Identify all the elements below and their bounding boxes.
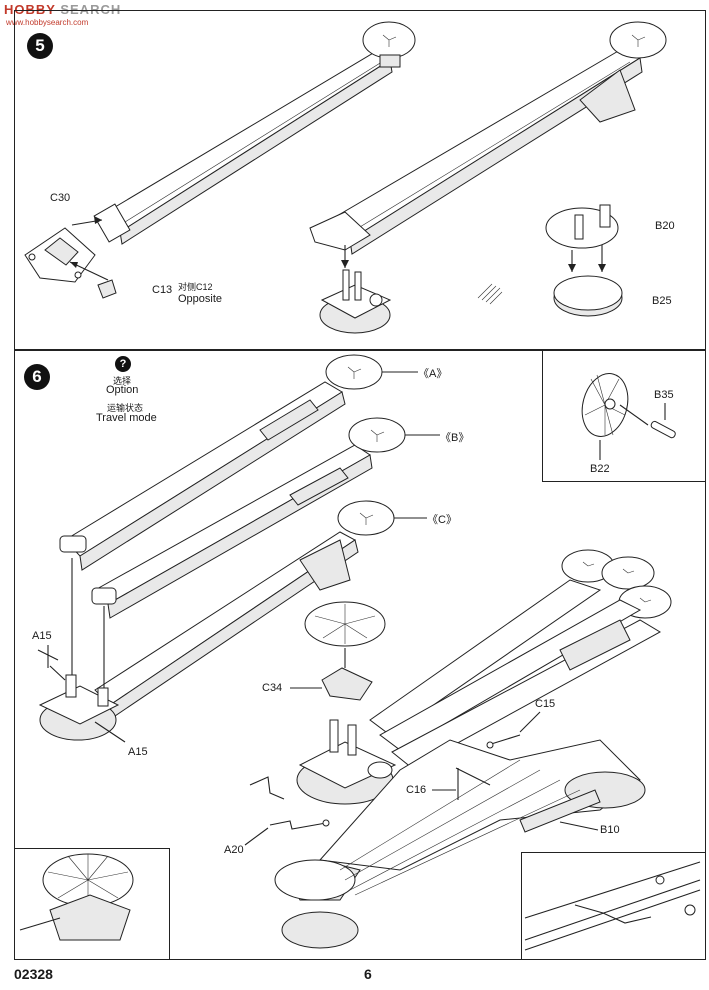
- label-option-a: 《A》: [418, 368, 448, 380]
- label-a15-bottom: A15: [128, 746, 148, 758]
- inset-bottom-left: [14, 848, 170, 960]
- travel-cn: 运输状态: [107, 403, 144, 413]
- watermark-url: www.hobbysearch.com: [6, 18, 89, 27]
- leader-c15: [519, 711, 541, 733]
- arm-c: [94, 500, 395, 719]
- arm-b: [91, 417, 406, 619]
- label-b35: B35: [654, 389, 674, 401]
- hatch-mark: [477, 283, 503, 305]
- step6-number: 6: [24, 364, 50, 390]
- option-cn: 选择: [113, 376, 132, 386]
- label-c15: C15: [535, 698, 556, 710]
- inset-b35-panel: [542, 350, 706, 482]
- leader-b10: [559, 821, 599, 831]
- inset-b22-wheel: [581, 373, 629, 437]
- part-b20: [545, 204, 619, 249]
- label-c16: C16: [406, 784, 427, 796]
- label-c12-en: Opposite: [178, 293, 223, 305]
- leader-a20: [244, 827, 269, 846]
- step5-panel: [14, 10, 706, 350]
- arrowhead-b25-left: [568, 264, 576, 272]
- watermark-red: HOBBY: [4, 2, 56, 17]
- label-c34: C34: [262, 682, 283, 694]
- option-en: Option: [106, 384, 139, 396]
- step6-panel: [14, 350, 706, 960]
- label-c13: C13: [152, 284, 173, 296]
- leader-a15-bottom: [94, 721, 126, 743]
- part-a15-pin: [37, 645, 59, 668]
- part-c30: [24, 227, 96, 283]
- arrowhead-c30: [94, 216, 102, 224]
- page-number: 6: [364, 966, 372, 982]
- label-b20: B20: [655, 220, 675, 232]
- inset-bottom-right: [521, 852, 706, 960]
- step5-beam-left: [93, 21, 416, 245]
- base-a15: [38, 674, 120, 741]
- label-option-c: 《C》: [427, 514, 457, 526]
- arrowhead-base: [341, 260, 349, 268]
- label-c30: C30: [50, 192, 71, 204]
- inset-bottom-right-drawing: [524, 861, 701, 951]
- part-b35: [650, 420, 676, 439]
- product-code: 02328: [14, 966, 53, 982]
- part-c16: [455, 767, 491, 800]
- arm-a: [59, 354, 383, 571]
- disc-c34: [304, 601, 386, 701]
- leader-a15-top: [49, 665, 66, 681]
- part-c15: [486, 734, 521, 749]
- part-b25: [553, 275, 623, 317]
- arrowhead-b25: [598, 264, 606, 272]
- part-a20: [249, 776, 330, 830]
- trailer-assembled: [274, 549, 672, 949]
- label-b10: B10: [600, 824, 620, 836]
- travel-en: Travel mode: [96, 412, 157, 424]
- step5-beam-right: [309, 21, 667, 255]
- step5-turntable-base: [319, 269, 392, 334]
- watermark-gray: SEARCH: [60, 2, 122, 17]
- label-b25: B25: [652, 295, 672, 307]
- arrowhead-c13: [70, 262, 78, 268]
- label-option-b: 《B》: [440, 432, 470, 444]
- label-b22: B22: [590, 463, 610, 475]
- label-c12-cn: 对侧C12: [178, 282, 213, 292]
- arrow-b35: [619, 404, 649, 426]
- inset-bottom-left-drawing: [19, 853, 134, 941]
- label-a20: A20: [224, 844, 244, 856]
- watermark-logo: HOBBY SEARCH: [4, 2, 121, 17]
- part-c13: [97, 279, 117, 299]
- turntable-assembled: [296, 719, 397, 805]
- step5-number: 5: [27, 33, 53, 59]
- label-a15-top: A15: [32, 630, 52, 642]
- option-icon: ?: [115, 356, 131, 372]
